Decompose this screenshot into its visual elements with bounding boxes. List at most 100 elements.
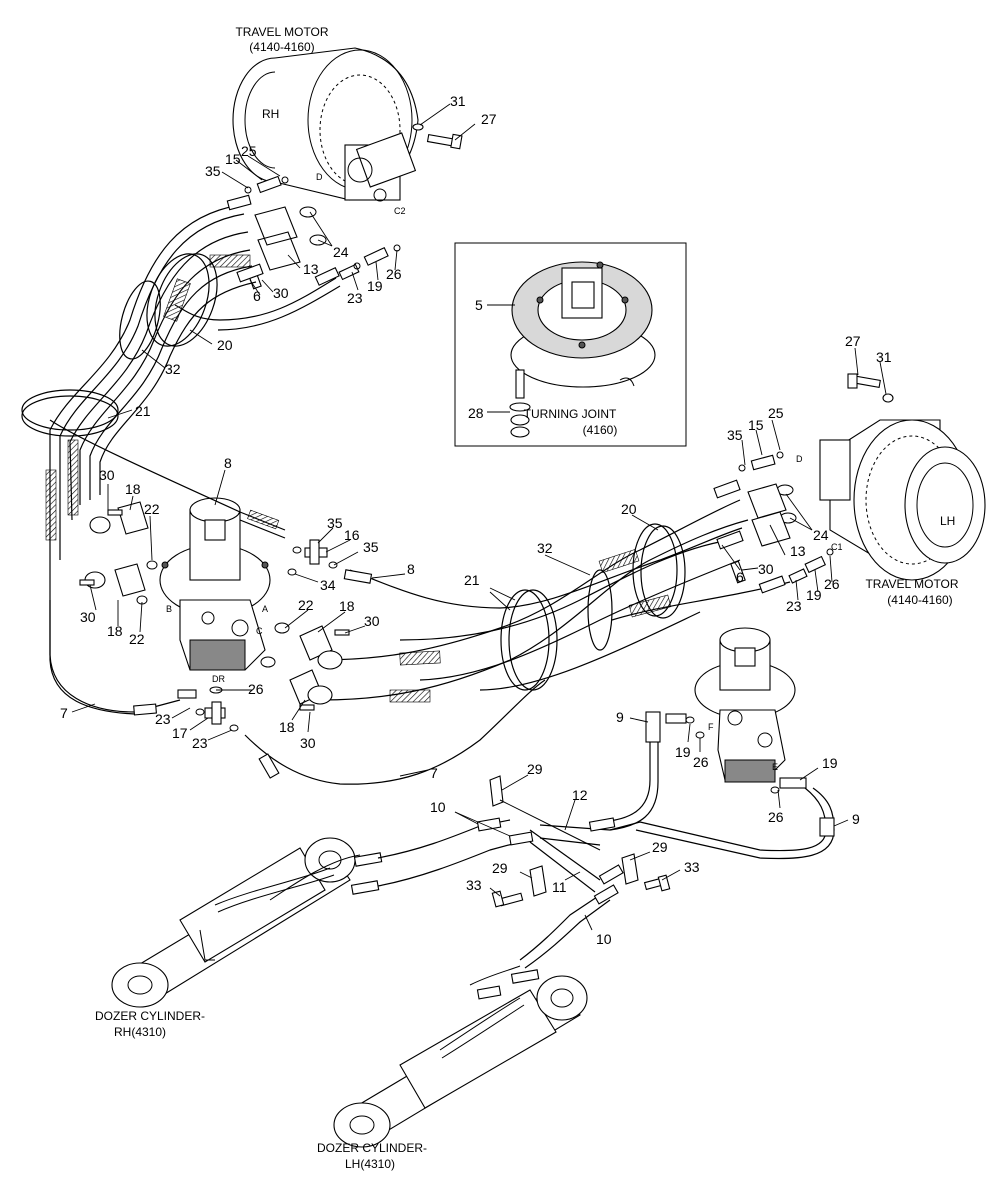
port-mark-d-rh: D <box>316 172 323 182</box>
callout-31-rh: 31 <box>450 93 466 109</box>
washer-31-lh <box>882 393 894 403</box>
callout-10-bottom: 10 <box>596 931 612 947</box>
tee-fitting-16 <box>49 419 373 584</box>
callout-32-rh: 32 <box>165 361 181 377</box>
callout-13-lh: 13 <box>790 543 806 559</box>
callout-26-right: 26 <box>768 809 784 825</box>
callout-34: 34 <box>320 577 336 593</box>
callout-18-center-top: 18 <box>339 598 355 614</box>
port-mark-c2: C2 <box>394 206 406 216</box>
port-mark-c: C <box>256 626 263 636</box>
callout-6-rh: 6 <box>253 288 261 304</box>
callout-20-lh: 20 <box>621 501 637 517</box>
callout-26-rh: 26 <box>386 266 402 282</box>
callout-27-rh: 27 <box>481 111 497 127</box>
callout-30-left-bottom: 30 <box>80 609 96 625</box>
callout-8-upper: 8 <box>224 455 232 471</box>
hose-9 <box>599 711 835 860</box>
callout-30-rh: 30 <box>273 285 289 301</box>
port-mark-b: B <box>166 604 172 614</box>
label-travel-motor-rh-1: TRAVEL MOTOR <box>235 25 328 39</box>
callout-26-lh: 26 <box>824 576 840 592</box>
motor-mark-rh: RH <box>262 107 279 121</box>
label-dozer-cyl-rh-2: RH(4310) <box>114 1025 166 1039</box>
callout-23-rh: 23 <box>347 290 363 306</box>
callout-17: 17 <box>172 725 188 741</box>
callout-22-center: 22 <box>298 597 314 613</box>
port-mark-dr: DR <box>212 674 225 684</box>
callout-32-lh: 32 <box>537 540 553 556</box>
label-turning-joint-1: TURNING JOINT <box>524 407 617 421</box>
callout-25-rh: 25 <box>241 143 257 159</box>
washer-31-rh <box>412 123 424 131</box>
callout-8-lower: 8 <box>407 561 415 577</box>
callout-23-top: 23 <box>155 711 171 727</box>
callout-12: 12 <box>572 787 588 803</box>
callouts: 31 27 25 15 35 24 13 26 19 23 6 30 20 32… <box>60 93 892 947</box>
split-flanges-left <box>79 501 158 605</box>
fittings-rh <box>244 175 401 290</box>
callout-35-tee-top: 35 <box>327 515 343 531</box>
turning-joint-inset <box>454 242 687 447</box>
callout-27-lh: 27 <box>845 333 861 349</box>
callout-22-left-top: 22 <box>144 501 160 517</box>
callout-15-lh: 15 <box>748 417 764 433</box>
port-mark-d-lh: D <box>796 454 803 464</box>
callout-18-center-bottom: 18 <box>279 719 295 735</box>
dozer-cylinder-rh <box>111 837 383 1008</box>
callout-18-left-top: 18 <box>125 481 141 497</box>
callout-20-rh: 20 <box>217 337 233 353</box>
callout-15-rh: 15 <box>225 151 241 167</box>
hose-bundle-upper <box>21 194 341 715</box>
callout-19-small-motor: 19 <box>675 744 691 760</box>
callout-9-right: 9 <box>852 811 860 827</box>
port-mark-e: E <box>772 762 778 772</box>
callout-16: 16 <box>344 527 360 543</box>
callout-7-left: 7 <box>60 705 68 721</box>
callout-33-left: 33 <box>466 877 482 893</box>
callout-23-bottom: 23 <box>192 735 208 751</box>
callout-22-left-bottom: 22 <box>129 631 145 647</box>
label-travel-motor-lh-1: TRAVEL MOTOR <box>865 577 958 591</box>
callout-5: 5 <box>475 297 483 313</box>
dozer-cylinder-lh <box>333 965 588 1148</box>
dozer-hoses <box>377 775 671 969</box>
callout-23-lh: 23 <box>786 598 802 614</box>
callout-21-rh: 21 <box>135 403 151 419</box>
bolt-27-lh <box>847 373 881 389</box>
callout-21-center: 21 <box>464 572 480 588</box>
callout-30-center-bottom: 30 <box>300 735 316 751</box>
callout-28: 28 <box>468 405 484 421</box>
callout-25-lh: 25 <box>768 405 784 421</box>
center-swivel-block <box>159 497 271 671</box>
split-flanges-center <box>260 622 350 711</box>
callout-29-left: 29 <box>492 860 508 876</box>
callout-19-lh: 19 <box>806 587 822 603</box>
hose-7 <box>49 600 546 785</box>
callout-30-left-top: 30 <box>99 467 115 483</box>
callout-29-top: 29 <box>527 761 543 777</box>
callout-24-rh: 24 <box>333 244 349 260</box>
label-travel-motor-rh-2: (4140-4160) <box>249 40 314 54</box>
callout-30-center-top: 30 <box>364 613 380 629</box>
hose-bundle-lower <box>319 479 791 703</box>
fittings-lh <box>730 451 834 584</box>
callout-10-top: 10 <box>430 799 446 815</box>
callout-6-lh: 6 <box>736 569 744 585</box>
port-mark-c1: C1 <box>831 542 843 552</box>
callout-26-center: 26 <box>248 681 264 697</box>
port-mark-f: F <box>708 722 714 732</box>
label-dozer-cyl-lh-1: DOZER CYLINDER- <box>317 1141 427 1155</box>
callout-9-left: 9 <box>616 709 624 725</box>
callout-29-right: 29 <box>652 839 668 855</box>
bolt-27-rh <box>426 133 463 150</box>
callout-18-left-bottom: 18 <box>107 623 123 639</box>
port-marks: D C2 C1 D A B C DR E F <box>166 172 843 772</box>
callout-30-lh: 30 <box>758 561 774 577</box>
callout-35-tee-bottom: 35 <box>363 539 379 555</box>
leader-lines <box>71 103 887 931</box>
callout-26-small-motor: 26 <box>693 754 709 770</box>
travel-motor-rh: RH <box>232 47 419 202</box>
label-dozer-cyl-lh-2: LH(4310) <box>345 1157 395 1171</box>
